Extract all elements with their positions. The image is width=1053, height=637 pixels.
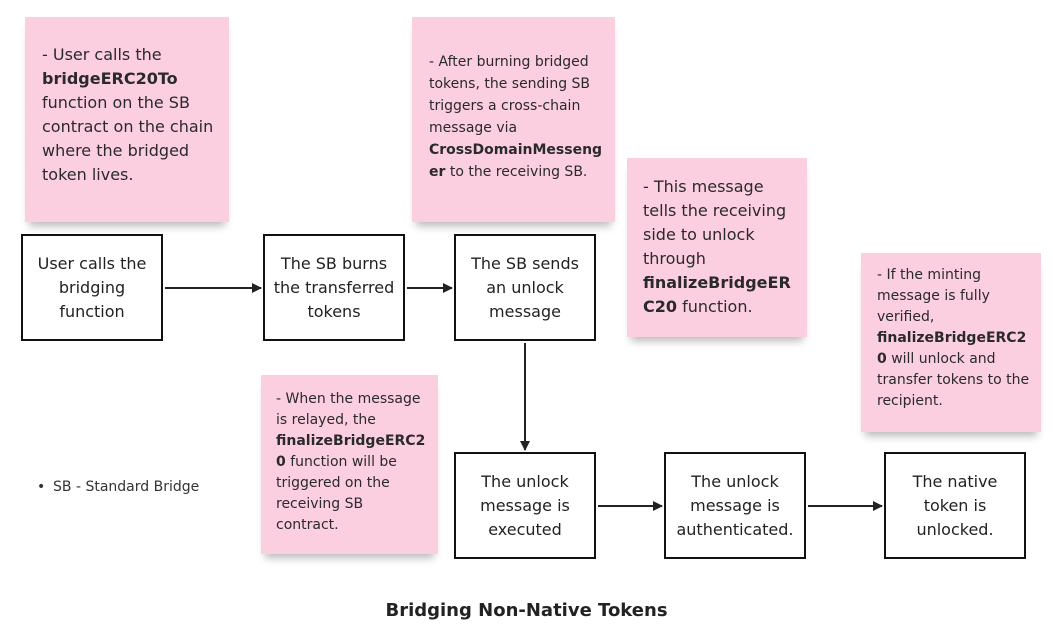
box-label: The SB sends an unlock message [471,253,579,321]
sticky-note-bridge-call: - User calls the bridgeERC20To function … [25,17,229,222]
diagram-title: Bridging Non-Native Tokens [385,600,668,621]
process-box-message-executed: The unlock message is executed [454,452,596,559]
sticky-note-cross-chain-message: - After burning bridged tokens, the send… [412,17,615,222]
box-label: The unlock message is executed [480,471,570,539]
note-text: - When the message is relayed, the final… [276,391,426,533]
note-text: - User calls the bridgeERC20To function … [42,45,214,184]
process-box-message-authenticated: The unlock message is authenticated. [664,452,806,559]
sticky-note-unlock-instruction: - This message tells the receiving side … [627,158,807,337]
sticky-note-relay: - When the message is relayed, the final… [261,375,438,554]
box-label: The unlock message is authenticated. [676,471,794,539]
legend-text: SB - Standard Bridge [53,479,200,495]
box-label: The SB burns the transferred tokens [273,253,395,321]
process-box-sb-burns: The SB burns the transferred tokens [263,234,405,341]
legend: • SB - Standard Bridge [37,479,199,495]
note-text: - After burning bridged tokens, the send… [429,54,603,180]
sticky-note-verification: - If the minting message is fully verifi… [861,253,1041,432]
box-label: The native token is unlocked. [912,471,998,539]
legend-bullet: • [37,479,46,495]
note-text: - If the minting message is fully verifi… [877,267,1030,409]
process-box-user-calls: User calls the bridging function [21,234,163,341]
process-box-token-unlocked: The native token is unlocked. [884,452,1026,559]
note-text: - This message tells the receiving side … [643,177,791,316]
process-box-sb-sends: The SB sends an unlock message [454,234,596,341]
box-label: User calls the bridging function [37,253,147,321]
